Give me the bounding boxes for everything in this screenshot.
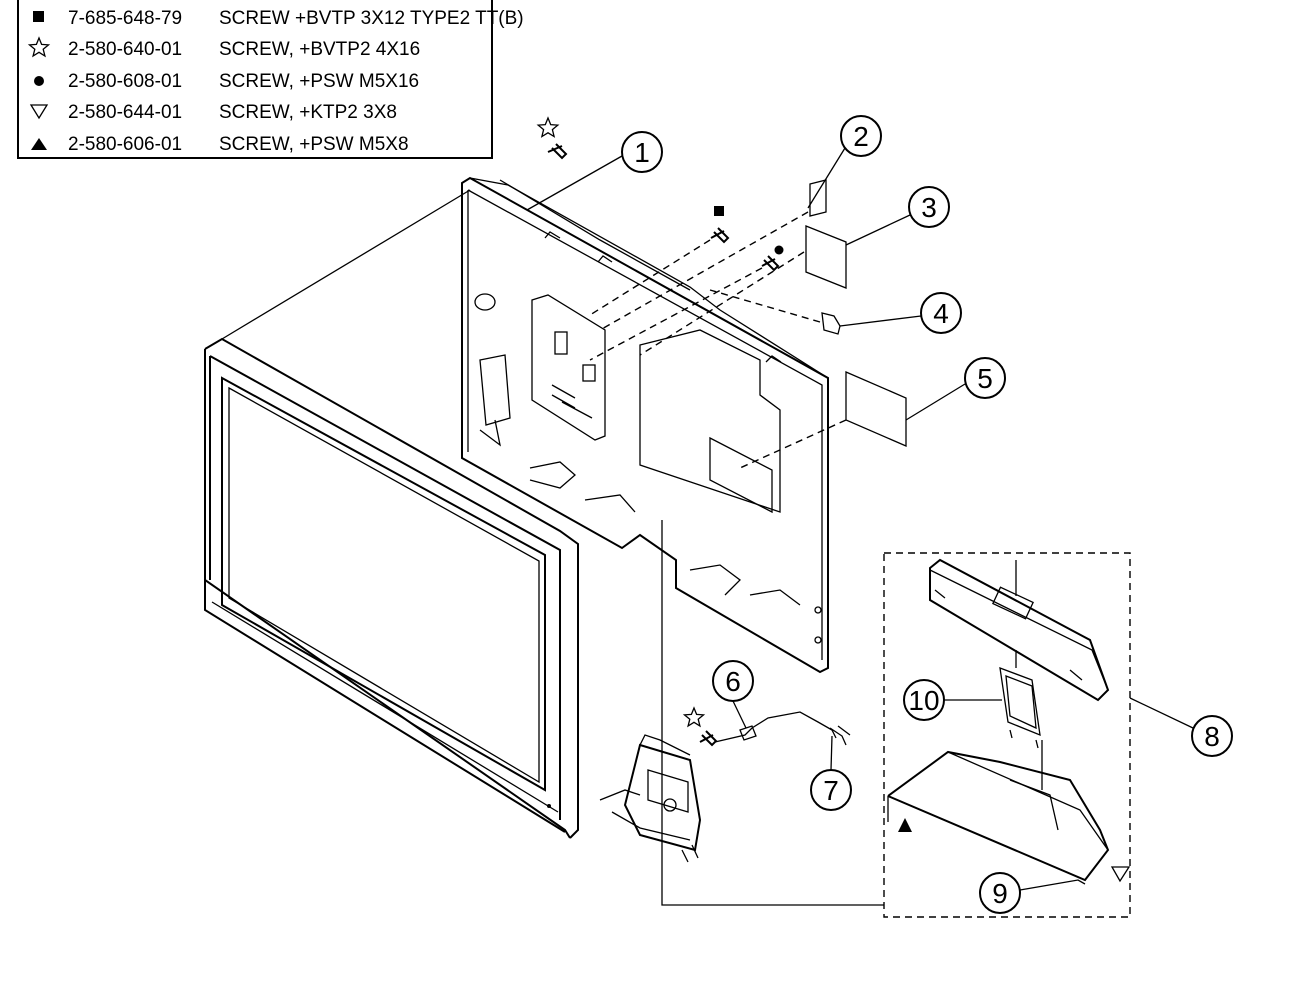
legend-description: SCREW, +BVTP2 4X16 bbox=[219, 39, 420, 60]
callout-number: 6 bbox=[725, 666, 741, 697]
callout-number: 1 bbox=[634, 137, 650, 168]
callout-number: 9 bbox=[992, 878, 1008, 909]
callout-number: 2 bbox=[853, 121, 869, 152]
front-bezel-drawing bbox=[204, 189, 579, 839]
filled-circle-marker-icon bbox=[774, 245, 784, 255]
legend-part-number: 2-580-640-01 bbox=[68, 39, 182, 60]
filled-circle-symbol-icon bbox=[34, 76, 44, 86]
callout-6 bbox=[712, 660, 754, 702]
filled-square-marker-icon bbox=[714, 206, 724, 216]
legend-border bbox=[17, 0, 493, 159]
legend-description: SCREW, +KTP2 3X8 bbox=[219, 102, 397, 123]
callout-10 bbox=[903, 679, 945, 721]
callout-number: 8 bbox=[1204, 721, 1220, 752]
callout-number: 10 bbox=[908, 685, 939, 716]
callouts: 1 2 3 4 5 6 7 8 9 10 bbox=[526, 115, 1233, 914]
label-sticker-part bbox=[809, 179, 827, 217]
callout-5 bbox=[964, 357, 1006, 399]
power-cord bbox=[714, 711, 851, 746]
legend-description: SCREW +BVTP 3X12 TYPE2 TT(B) bbox=[219, 8, 524, 29]
callout-9 bbox=[979, 872, 1021, 914]
stand-group-outline bbox=[883, 552, 1131, 918]
hollow-star-symbol-icon bbox=[27, 36, 51, 58]
legend-part-number: 2-580-644-01 bbox=[68, 102, 182, 123]
callout-4 bbox=[920, 292, 962, 334]
legend-part-number: 2-580-606-01 bbox=[68, 134, 182, 155]
callout-number: 7 bbox=[823, 775, 839, 806]
callout-number: 4 bbox=[933, 298, 949, 329]
legend-description: SCREW, +PSW M5X16 bbox=[219, 71, 419, 92]
assembly-leader-line bbox=[661, 520, 884, 906]
callout-8 bbox=[1191, 715, 1233, 757]
callout-2 bbox=[840, 115, 882, 157]
sheet-part bbox=[805, 225, 847, 289]
callout-1 bbox=[621, 131, 663, 173]
callout-number: 5 bbox=[977, 363, 993, 394]
filled-up-triangle-symbol-icon bbox=[31, 138, 47, 150]
callout-7 bbox=[810, 769, 852, 811]
assembly-guides bbox=[589, 211, 847, 469]
filled-square-symbol-icon bbox=[33, 11, 44, 22]
stand-assembly bbox=[883, 552, 1131, 918]
screw-legend: 7-685-648-79 SCREW +BVTP 3X12 TYPE2 TT(B… bbox=[17, 0, 524, 159]
filled-up-triangle-marker-icon bbox=[898, 818, 912, 832]
callout-3 bbox=[908, 186, 950, 228]
callout-number: 3 bbox=[921, 192, 937, 223]
legend-description: SCREW, +PSW M5X8 bbox=[219, 134, 409, 155]
clip-part bbox=[821, 312, 841, 335]
rear-cover-drawing bbox=[461, 176, 829, 674]
legend-part-number: 7-685-648-79 bbox=[68, 8, 182, 29]
hollow-down-triangle-marker-icon bbox=[1110, 866, 1131, 883]
hollow-star-marker-icon bbox=[536, 116, 560, 138]
legend-part-number: 2-580-608-01 bbox=[68, 71, 182, 92]
power-switch-assembly bbox=[599, 734, 702, 863]
label-part bbox=[845, 371, 907, 447]
hollow-down-triangle-symbol-icon bbox=[29, 104, 49, 120]
hollow-star-marker-icon bbox=[682, 706, 706, 728]
screw-markers bbox=[536, 116, 1131, 883]
